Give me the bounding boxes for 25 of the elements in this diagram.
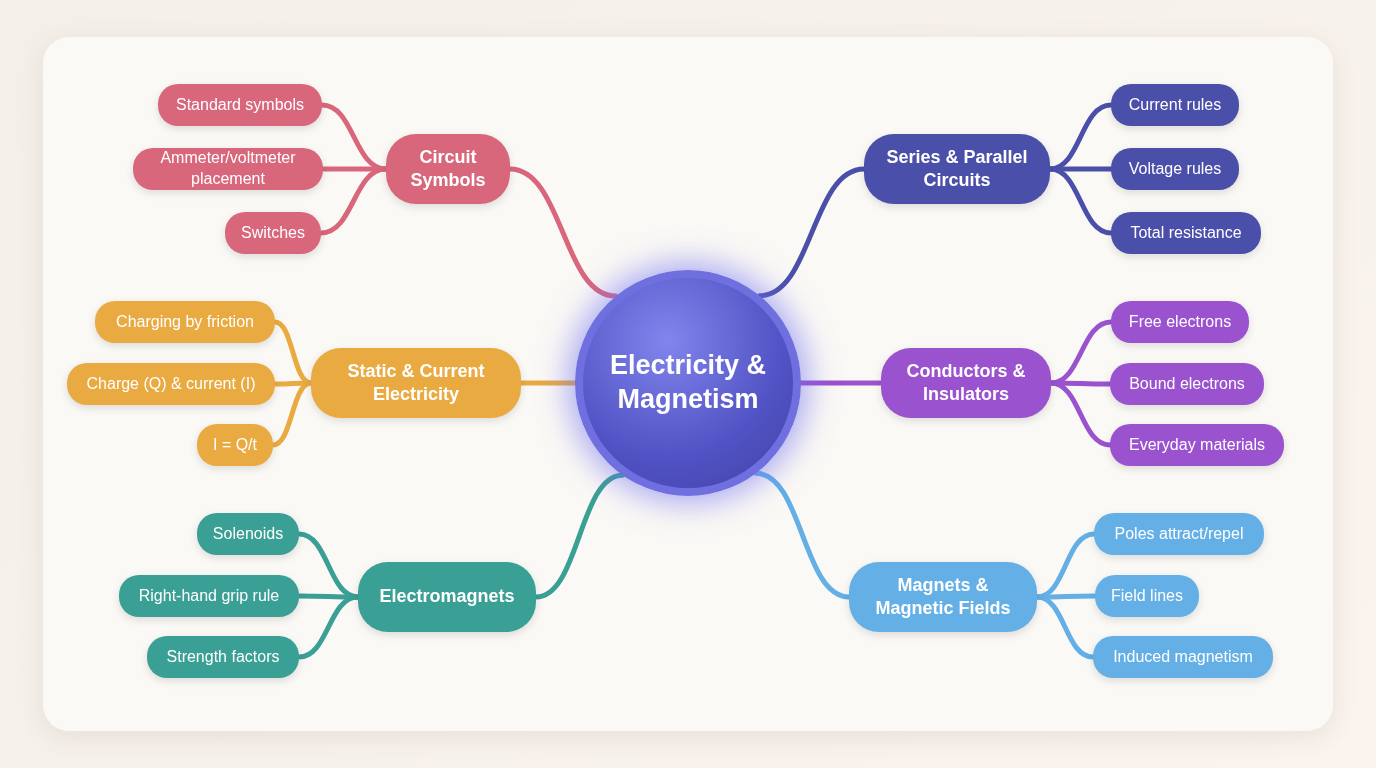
- subtopic-pill: Voltage rules: [1111, 148, 1239, 190]
- subtopic-pill: Bound electrons: [1110, 363, 1264, 405]
- subtopic-pill: Field lines: [1095, 575, 1199, 617]
- branch-topic-pill: Series & Parallel Circuits: [864, 134, 1050, 204]
- branch-topic-pill: Magnets & Magnetic Fields: [849, 562, 1037, 632]
- subtopic-pill: Everyday materials: [1110, 424, 1284, 466]
- branch-topic-pill: Circuit Symbols: [386, 134, 510, 204]
- subtopic-pill: Standard symbols: [158, 84, 322, 126]
- subtopic-pill: Right-hand grip rule: [119, 575, 299, 617]
- branch-topic-pill: Electromagnets: [358, 562, 536, 632]
- subtopic-pill: Strength factors: [147, 636, 299, 678]
- subtopic-pill: Total resistance: [1111, 212, 1261, 254]
- subtopic-pill: Current rules: [1111, 84, 1239, 126]
- subtopic-pill: Charging by friction: [95, 301, 275, 343]
- subtopic-pill: Switches: [225, 212, 321, 254]
- central-topic-text: Electricity & Magnetism: [608, 349, 768, 416]
- subtopic-pill: I = Q/t: [197, 424, 273, 466]
- subtopic-pill: Poles attract/repel: [1094, 513, 1264, 555]
- subtopic-pill: Induced magnetism: [1093, 636, 1273, 678]
- branch-topic-pill: Conductors & Insulators: [881, 348, 1051, 418]
- subtopic-pill: Free electrons: [1111, 301, 1249, 343]
- subtopic-pill: Charge (Q) & current (I): [67, 363, 275, 405]
- subtopic-pill: Ammeter/voltmeter placement: [133, 148, 323, 190]
- branch-topic-pill: Static & Current Electricity: [311, 348, 521, 418]
- subtopic-pill: Solenoids: [197, 513, 299, 555]
